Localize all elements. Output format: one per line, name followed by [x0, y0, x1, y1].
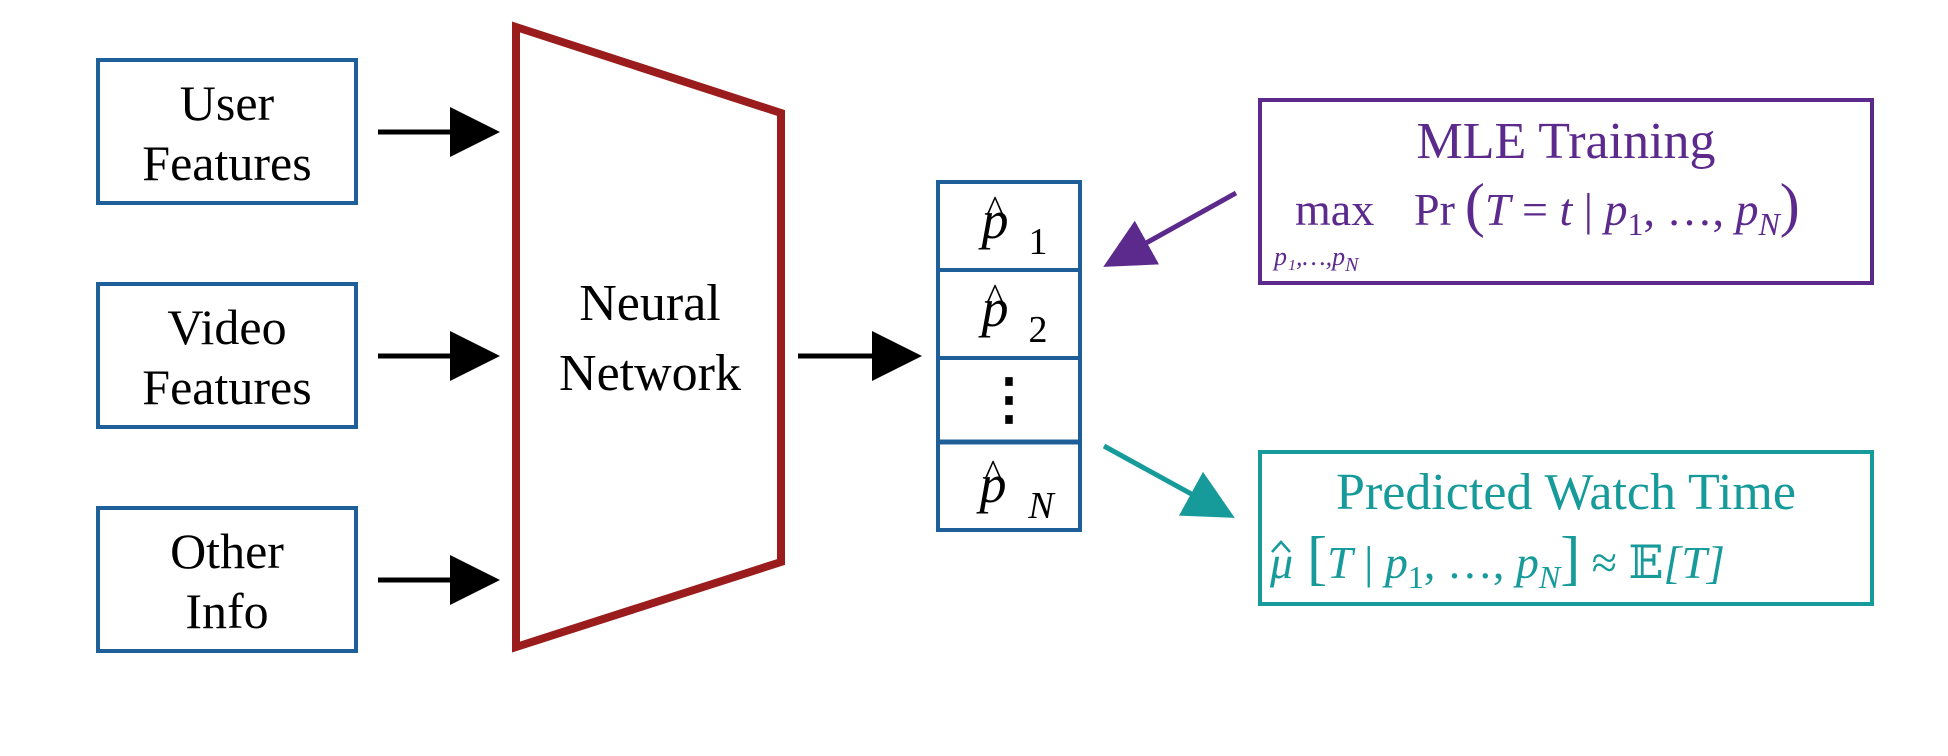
predicted-watch-time-box: Predicted Watch Time μ[T | p1, …, pN] ≈ …: [1258, 450, 1874, 606]
input-box-user-features: User Features: [96, 58, 358, 205]
hat-mark: ^: [986, 189, 1004, 231]
mle-max: max: [1295, 184, 1374, 235]
p-hat-N-subscript: N: [1027, 485, 1056, 527]
mle-constraint-text: p₁,…,p: [1272, 242, 1345, 271]
p-hat-1-subscript: 1: [1029, 221, 1048, 263]
vertical-ellipsis: ⋮: [981, 369, 1037, 431]
input-box-video-features: Video Features: [96, 282, 358, 429]
hat-over-mu: [1271, 540, 1291, 553]
input-label-line1: User: [180, 75, 275, 131]
mle-constraint: p₁,…,pN: [1272, 242, 1360, 276]
input-label-line1: Video: [167, 299, 286, 355]
hat-mark: ^: [984, 453, 1002, 495]
input-label-line2: Features: [142, 359, 311, 415]
prob-cell-pN: p ^ N: [976, 453, 1057, 527]
prob-cell-p1: p ^ 1: [978, 189, 1048, 263]
prob-cell-vdots: ⋮: [981, 369, 1037, 431]
mle-title: MLE Training: [1416, 113, 1715, 170]
neural-network-block: Neural Network: [512, 21, 785, 653]
p-hat-2: p: [978, 278, 1009, 338]
mle-constraint-sub: N: [1344, 254, 1360, 276]
network-label-line1: Neural: [579, 275, 720, 332]
p-hat-1: p: [978, 190, 1009, 250]
network-label-line2: Network: [559, 345, 741, 402]
arrow-mle-to-probabilities: [1103, 190, 1238, 267]
input-label-line2: Info: [185, 583, 268, 639]
input-label-line2: Features: [142, 135, 311, 191]
hat-mark: ^: [986, 277, 1004, 319]
p-hat-2-subscript: 2: [1029, 309, 1048, 351]
mle-training-box: MLE Training max p₁,…,pN Pr(T = t | p1, …: [1258, 98, 1874, 285]
prob-cell-p2: p ^ 2: [978, 277, 1048, 351]
input-label-line1: Other: [170, 523, 284, 579]
probability-stack: p ^ 1 p ^ 2 ⋮ p ^ N: [936, 180, 1082, 532]
input-box-other-info: Other Info: [96, 506, 358, 653]
arrow-probabilities-to-prediction: [1102, 443, 1235, 518]
p-hat-N: p: [976, 454, 1007, 514]
mle-objective: Pr(T = t | p1, …, pN): [1414, 172, 1800, 242]
predict-formula: μ[T | p1, …, pN] ≈ 𝔼[T]: [1269, 525, 1725, 595]
predict-title: Predicted Watch Time: [1336, 464, 1796, 521]
